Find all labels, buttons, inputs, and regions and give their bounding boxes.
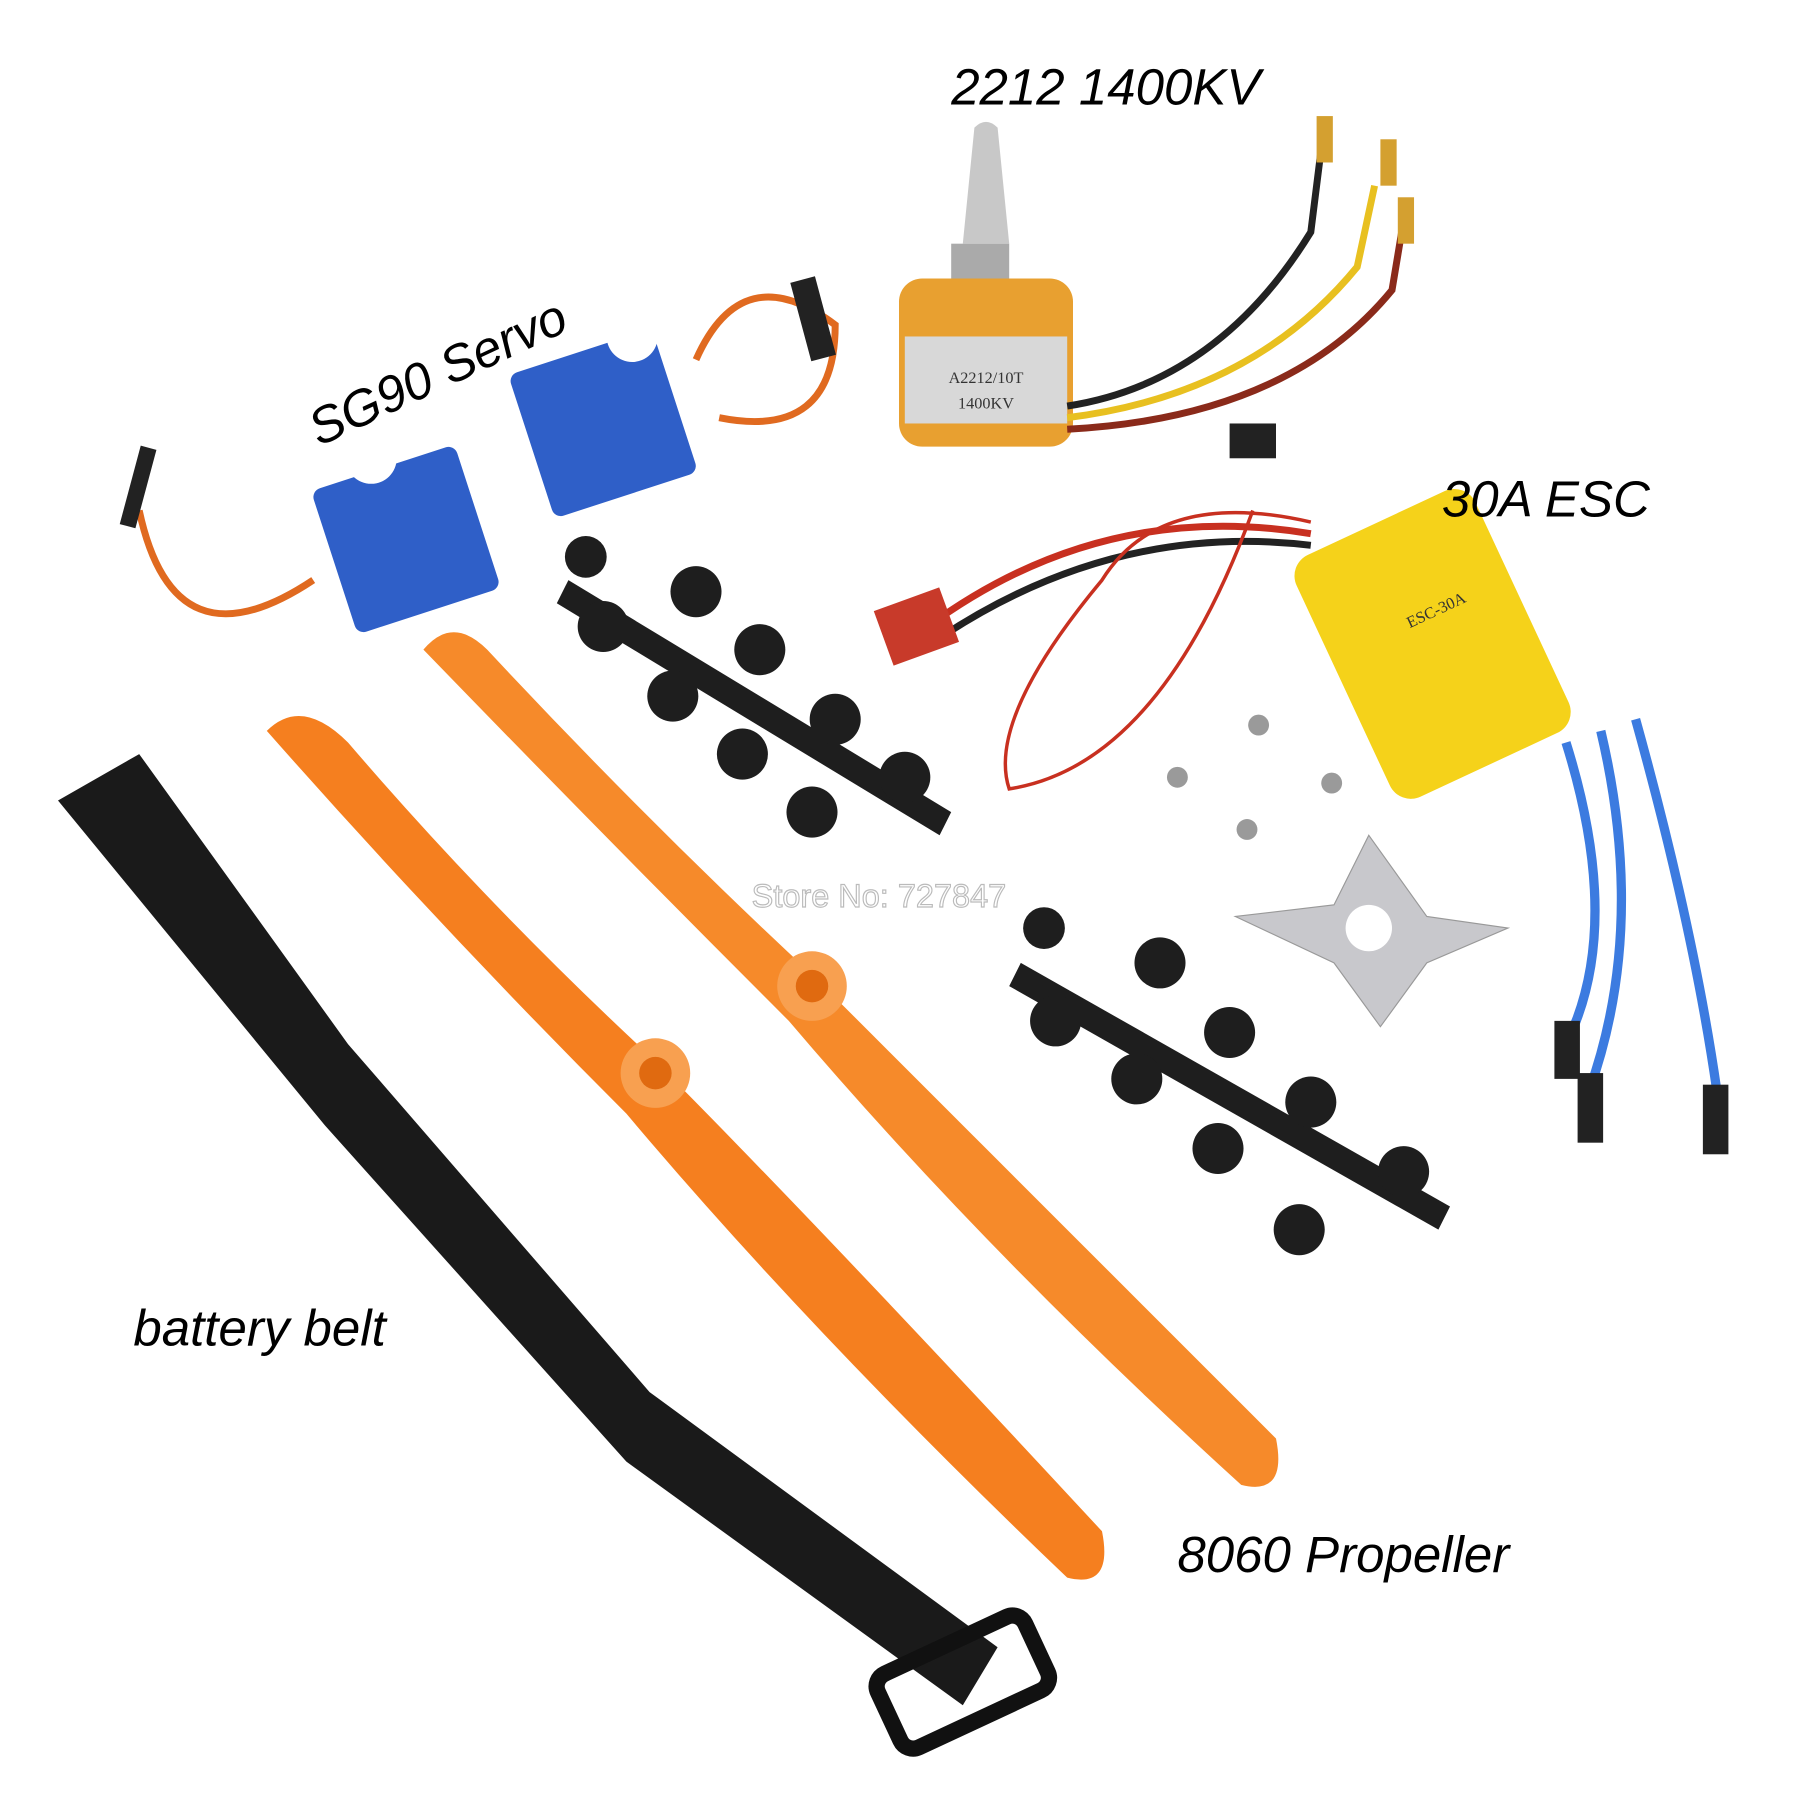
servo-2 [510,276,839,517]
propeller-2 [423,632,1279,1487]
esc-label: 30A ESC [1442,470,1651,527]
store-watermark: Store No: 727847 [752,878,1007,914]
grommet-tree-2 [1009,907,1450,1256]
servo-1 [119,432,499,633]
motor-label-line1: A2212/10T [949,369,1024,387]
propeller-1 [266,715,1105,1580]
brushless-motor: A2212/10T 1400KV [899,116,1415,447]
screws [1166,714,1343,840]
motor-label: 2212 1400KV [950,58,1264,115]
battery-belt [58,754,1058,1757]
motor-mount [1233,834,1511,1028]
grommet-tree-1 [556,536,952,838]
esc: ESC-30A [873,423,1729,1155]
propeller-label: 8060 Propeller [1177,1526,1511,1583]
battery-belt-label: battery belt [133,1300,387,1357]
motor-label-line2: 1400KV [958,394,1014,412]
